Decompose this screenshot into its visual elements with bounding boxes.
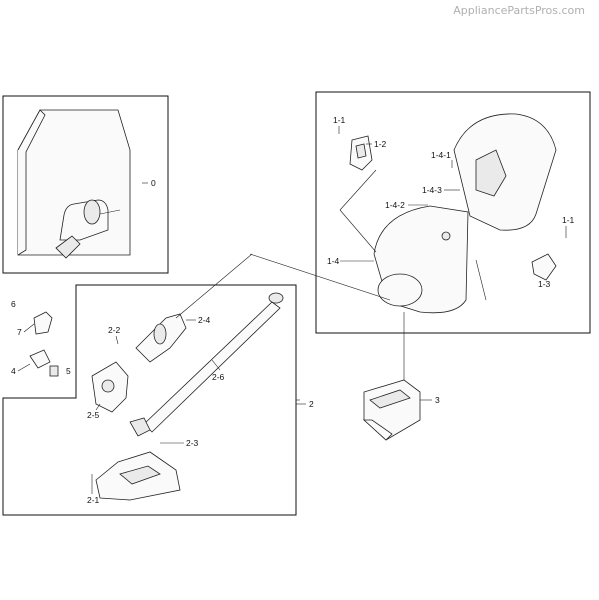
callout-1-3: 1-3	[538, 279, 551, 289]
assembly-2-frame	[2, 284, 297, 516]
callout-5: 5	[66, 366, 71, 376]
callout-1-4-2: 1-4-2	[385, 200, 405, 210]
callout-1-4: 1-4	[327, 256, 340, 266]
callout-1-2: 1-2	[374, 139, 387, 149]
callout-7: 7	[17, 327, 22, 337]
callout-3: 3	[435, 395, 440, 405]
callout-6: 6	[11, 299, 16, 309]
drum-assembly	[249, 113, 557, 380]
bracket-3-illustration	[362, 379, 421, 441]
cabinet-illustration	[17, 109, 131, 259]
assembly-1-frame	[315, 91, 591, 334]
callout-2: 2	[309, 399, 314, 409]
callouts: 0 1-1 1-2 1-4-1 1-4-3 1-4-2 1-4 1-1 1-3 …	[11, 115, 575, 505]
callout-2-3: 2-3	[186, 438, 199, 448]
callout-2-2: 2-2	[108, 325, 121, 335]
callout-1-4-1: 1-4-1	[431, 150, 451, 160]
callout-2-1: 2-1	[87, 495, 100, 505]
callout-2-4: 2-4	[198, 315, 211, 325]
callout-1-4-3: 1-4-3	[422, 185, 442, 195]
callout-1-1-right: 1-1	[562, 215, 575, 225]
burner-assembly	[29, 253, 300, 501]
assembly-0-frame	[2, 95, 169, 274]
callout-0: 0	[151, 178, 156, 188]
watermark: AppliancePartsPros.com	[453, 4, 585, 17]
callout-2-5: 2-5	[87, 410, 100, 420]
callout-2-6: 2-6	[212, 372, 225, 382]
callout-4: 4	[11, 366, 16, 376]
callout-1-1-top: 1-1	[333, 115, 346, 125]
